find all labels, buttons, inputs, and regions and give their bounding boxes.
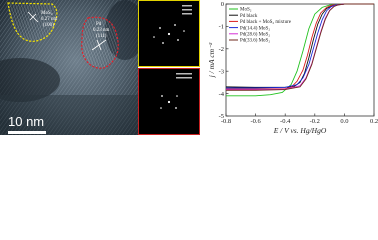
tem-dark-region — [0, 58, 60, 102]
legend-label-3: Pd(14.4) MoS₂ — [240, 26, 270, 31]
mos2-spacing-marker-cross — [29, 13, 37, 21]
fft-bottom-spots — [160, 95, 178, 109]
x-tick-label: -0.4 — [280, 118, 291, 125]
scale-bar-label: 10 nm — [8, 114, 44, 129]
fft-top-spots — [153, 24, 185, 44]
y-tick-label: -1 — [219, 24, 224, 31]
y-tick-label: -5 — [219, 113, 224, 120]
fft-patterns — [138, 0, 200, 135]
series-line-5 — [226, 3, 374, 91]
y-axis-label: j / mA cm⁻² — [207, 42, 216, 78]
y-tick-label: -2 — [219, 46, 224, 53]
mos2-region-outline — [7, 2, 58, 42]
tem-micrograph: MoS2 0.27 nm (100) Pd 0.23 nm (111) 10 n… — [0, 0, 138, 135]
x-tick-label: 0.2 — [370, 118, 378, 125]
x-tick-label: 0.0 — [340, 118, 348, 125]
legend-label-5: Pd(33.6) MoS₂ — [240, 39, 270, 44]
fft-top-labels — [182, 5, 192, 15]
mos2-label: MoS2 — [41, 11, 53, 16]
x-tick-label: -0.6 — [250, 118, 261, 125]
legend-label-1: Pd black — [240, 14, 258, 19]
x-tick-label: -0.2 — [310, 118, 320, 125]
y-tick-label: 0 — [221, 1, 224, 8]
y-tick-label: -4 — [219, 91, 225, 98]
scale-bar — [8, 131, 46, 134]
mos2-spacing: 0.27 nm — [41, 17, 58, 22]
legend-label-2: Pd black + MoS₂ mixture — [240, 20, 292, 25]
x-axis-label: E / V vs. Hg/HgO — [273, 126, 327, 135]
pd-spacing-marker-cross — [96, 39, 102, 51]
tem-bottom-band — [0, 95, 138, 135]
x-axis-ticks: -0.8 -0.6 -0.4 -0.2 0.0 0.2 — [221, 113, 378, 125]
pd-particle-outline — [81, 16, 119, 69]
y-axis-ticks: 0 -1 -2 -3 -4 -5 — [219, 1, 229, 120]
mos2-plane: (100) — [43, 23, 54, 28]
pd-label: Pd — [96, 22, 102, 27]
pd-plane: (111) — [96, 34, 107, 39]
pd-spacing: 0.23 nm — [93, 28, 110, 33]
legend-label-0: MoS₂ — [240, 8, 252, 13]
y-tick-label: -3 — [219, 68, 224, 75]
legend-label-4: Pd(28.6) MoS₂ — [240, 33, 270, 38]
x-tick-label: -0.8 — [221, 118, 231, 125]
fft-bottom-labels — [176, 73, 192, 79]
polarization-curves — [225, 3, 374, 97]
